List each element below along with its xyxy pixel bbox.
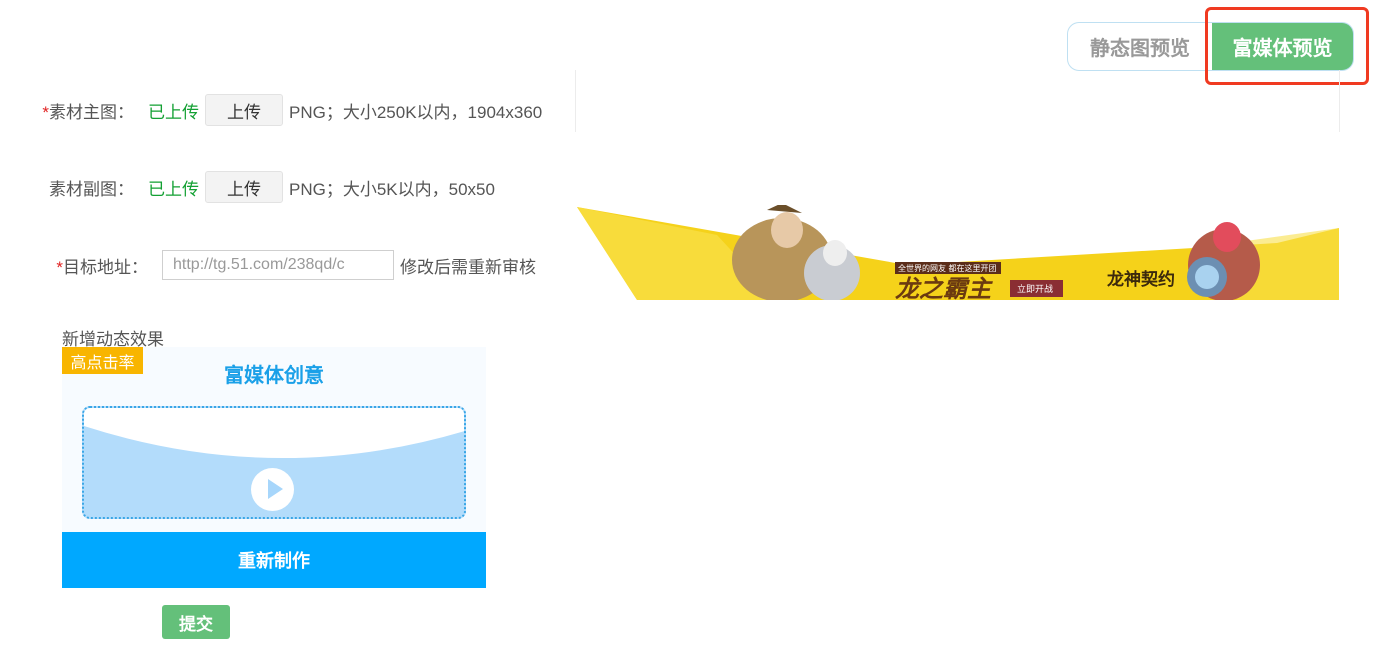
main-image-upload-button[interactable]: 上传 [205,94,283,126]
sub-image-row: 素材副图： 已上传 上传 PNG；大小5K以内，50x50 [0,171,495,203]
label-text: 素材主图： [49,102,134,122]
upload-status: 已上传 [148,179,199,199]
sub-image-upload-button[interactable]: 上传 [205,171,283,203]
target-url-row: *目标地址： 修改后需重新审核 [0,250,536,280]
remake-button[interactable]: 重新制作 [62,532,486,588]
banner-image: 全世界的网友 都在这里开团 龙之霸主 立即开战 龙神契约 [577,203,1339,303]
main-image-hint: PNG；大小250K以内，1904x360 [289,102,543,122]
banner-preview: 全世界的网友 都在这里开团 龙之霸主 立即开战 龙神契约 [577,203,1339,303]
upload-status: 已上传 [148,102,199,122]
rich-media-card: 高点击率 富媒体创意 重新制作 [62,347,486,588]
label-text: 目标地址： [63,257,148,277]
svg-text:立即开战: 立即开战 [1017,283,1053,295]
sub-image-hint: PNG；大小5K以内，50x50 [289,179,495,199]
divider [1339,70,1340,132]
main-image-label: *素材主图： [0,98,148,123]
play-icon[interactable] [251,468,294,511]
preview-toggle: 静态图预览 富媒体预览 [1067,22,1354,71]
svg-text:全世界的网友 都在这里开团: 全世界的网友 都在这里开团 [898,263,997,273]
main-image-row: *素材主图： 已上传 上传 PNG；大小250K以内，1904x360 [0,94,542,126]
divider [575,70,576,132]
required-mark: * [42,102,49,122]
section-title: 新增动态效果 [62,330,164,349]
svg-text:龙之霸主: 龙之霸主 [895,275,993,300]
static-preview-button[interactable]: 静态图预览 [1067,22,1212,71]
wave-shape [84,408,464,458]
target-url-input[interactable] [162,250,394,280]
card-title: 富媒体创意 [224,365,324,387]
target-url-label: *目标地址： [0,253,148,278]
high-ctr-badge: 高点击率 [62,347,143,374]
required-mark: * [56,257,63,277]
svg-text:龙神契约: 龙神契约 [1106,269,1175,290]
submit-button[interactable]: 提交 [162,605,230,639]
rich-media-preview-button[interactable]: 富媒体预览 [1212,22,1354,71]
sub-image-label: 素材副图： [49,179,134,199]
video-preview[interactable] [82,406,466,519]
target-url-hint: 修改后需重新审核 [400,257,536,277]
